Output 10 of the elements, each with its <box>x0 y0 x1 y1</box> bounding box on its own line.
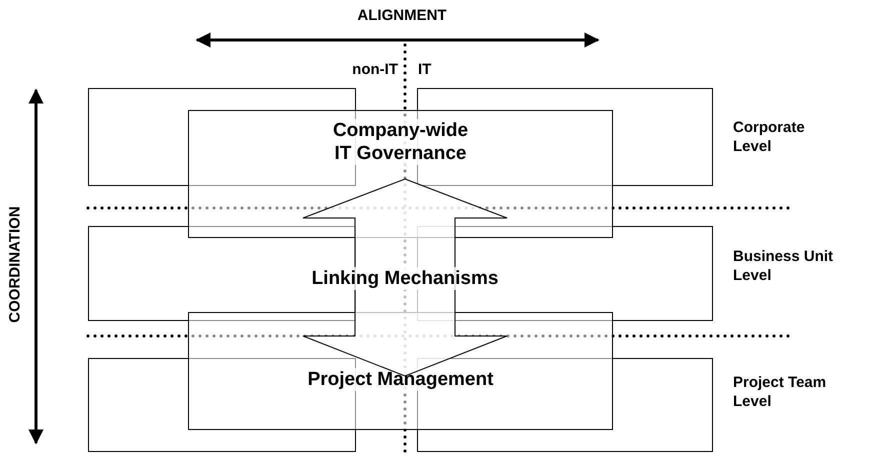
axis-label: COORDINATION <box>6 205 24 325</box>
axis-label: ALIGNMENT <box>356 6 448 25</box>
side-label: non-IT <box>351 60 398 79</box>
level-label: Corporate Level <box>733 118 806 156</box>
box-label: Company-wide IT Governance <box>330 119 470 165</box>
level-label: Business Unit Level <box>733 247 834 285</box>
box-label: Linking Mechanisms <box>312 266 498 290</box>
side-label: IT <box>418 60 432 79</box>
level-label: Project Team Level <box>733 373 828 411</box>
box-label: Project Management <box>308 368 494 391</box>
